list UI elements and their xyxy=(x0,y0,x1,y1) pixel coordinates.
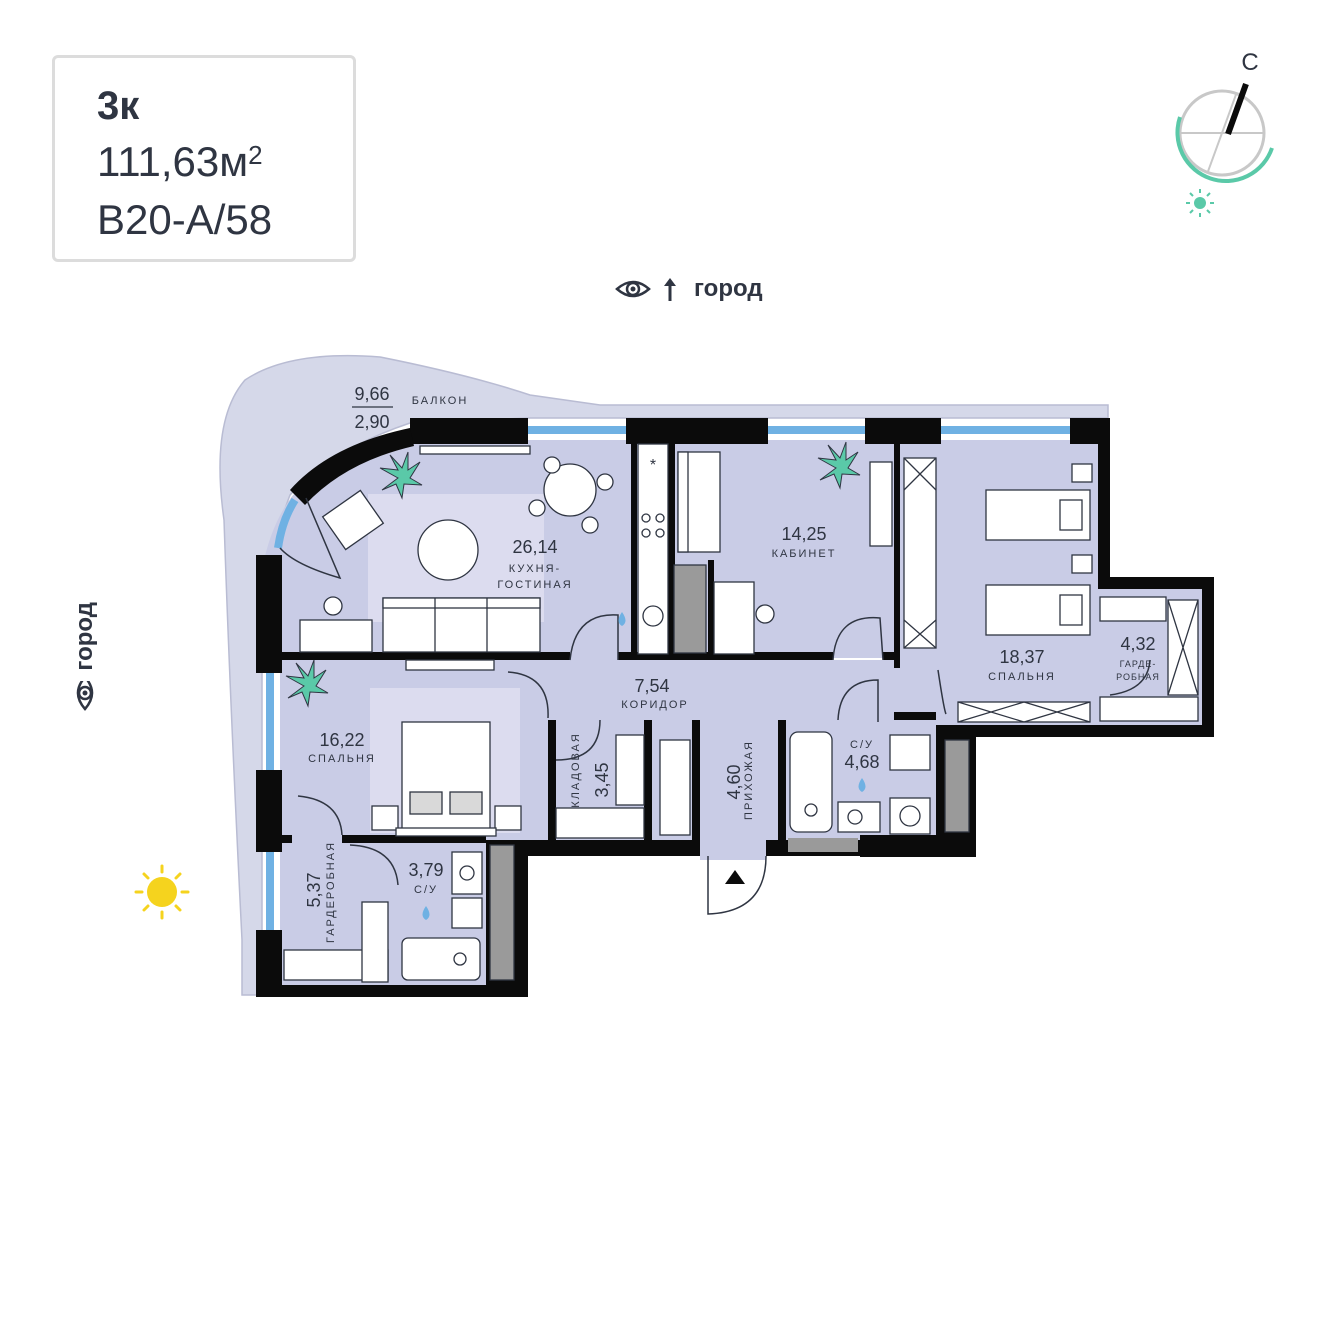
apartment-type: 3к xyxy=(97,84,140,128)
tv-stand xyxy=(405,659,495,671)
study-furniture xyxy=(677,451,893,655)
windows xyxy=(266,426,1070,930)
balcony-area-counted: 2,90 xyxy=(354,412,389,432)
toilet-right xyxy=(889,734,931,771)
doors xyxy=(279,497,1151,915)
view-label-top: город xyxy=(694,275,763,302)
kitchen-furniture xyxy=(299,443,669,671)
bedroom-right-wardrobe xyxy=(903,457,937,649)
bathroom-fixtures xyxy=(401,731,931,981)
bedroom-right-area: 18,37 xyxy=(999,647,1044,667)
kitchen-living-name-2: ГОСТИНАЯ xyxy=(497,579,572,591)
apartment-area-unit: 2 xyxy=(248,140,263,170)
hallway-area: 4,60 xyxy=(724,764,744,799)
water-drop-icon xyxy=(422,612,866,920)
bathroom-left-name: С/У xyxy=(414,884,438,896)
hallway-name: ПРИХОЖАЯ xyxy=(743,740,755,820)
plant-icon xyxy=(285,659,329,708)
shaft-right xyxy=(944,739,970,833)
bathtub-left xyxy=(401,937,481,981)
compass: С xyxy=(1175,49,1274,217)
bedroom-left-area: 16,22 xyxy=(319,730,364,750)
bedroom-left-name: СПАЛЬНЯ xyxy=(308,753,376,765)
study-name: КАБИНЕТ xyxy=(772,548,837,560)
eye-arrow-icon xyxy=(615,278,676,301)
wardrobe-left-name: ГАРДЕРОБНАЯ xyxy=(325,841,337,943)
apartment-area-value: 111,63м xyxy=(97,138,249,185)
toilet-left xyxy=(451,897,483,929)
study-area: 14,25 xyxy=(781,524,826,544)
desk-left xyxy=(299,619,373,653)
balcony-area xyxy=(219,354,1109,996)
bathroom-left-area: 3,79 xyxy=(408,860,443,880)
balcony-name: БАЛКОН xyxy=(412,395,469,407)
wardrobe-left-area: 5,37 xyxy=(304,872,324,907)
corridor-name: КОРИДОР xyxy=(621,699,688,711)
eye-arrow-icon xyxy=(76,680,94,711)
snowflake-icon: * xyxy=(650,457,656,474)
balcony-area-total: 9,66 xyxy=(354,384,389,404)
wardrobe-right-bottom-rail xyxy=(1099,696,1199,722)
corridor-area: 7,54 xyxy=(634,676,669,696)
armchair xyxy=(321,489,385,551)
tv xyxy=(419,445,531,455)
bathroom-right-name: С/У xyxy=(850,739,874,751)
plant-icon xyxy=(817,441,861,490)
study-desk xyxy=(713,581,755,655)
pantry-area: 3,45 xyxy=(592,762,612,797)
wardrobe-right-top-rail xyxy=(1099,596,1167,622)
bathroom-right-area: 4,68 xyxy=(844,752,879,772)
compass-north-label: С xyxy=(1241,49,1258,76)
pantry-name: КЛАДОВАЯ xyxy=(570,732,582,808)
apartment-info-card: 3к 111,63м2 В20-А/58 xyxy=(52,55,356,262)
wardrobe-right-area: 4,32 xyxy=(1120,634,1155,654)
study-shelf xyxy=(869,461,893,547)
bedroom-right-furniture xyxy=(903,457,1199,723)
bedroom-right-name: СПАЛЬНЯ xyxy=(988,671,1056,683)
wardrobe-right-name-2: РОБНАЯ xyxy=(1116,672,1160,682)
kitchen-column xyxy=(673,564,707,654)
pantry-shelf xyxy=(555,807,645,839)
view-direction-left: город xyxy=(68,602,102,712)
bedroom-left-furniture xyxy=(283,721,691,983)
entrance-arrow-icon xyxy=(725,870,745,884)
kitchen-living-name-1: КУХНЯ- xyxy=(509,563,561,575)
window-curved xyxy=(274,497,299,549)
dining-table xyxy=(543,463,597,517)
shaft-left xyxy=(489,844,515,981)
wardrobe-right-name-1: ГАРДЕ- xyxy=(1120,659,1157,669)
coffee-table xyxy=(417,519,479,581)
sun-small-icon xyxy=(1186,189,1214,217)
bathtub-right xyxy=(789,731,833,833)
curved-wall xyxy=(290,428,414,505)
plant-icon xyxy=(379,451,423,500)
vent-right xyxy=(788,838,858,852)
room-labels: 9,66 2,90 БАЛКОН 26,14 КУХНЯ- ГОСТИНАЯ 1… xyxy=(304,384,1160,943)
apartment-code: В20-А/58 xyxy=(97,196,273,243)
apartment-area: 111,63м2 xyxy=(97,138,263,186)
sun-icon xyxy=(134,864,190,920)
view-direction-top: город xyxy=(614,272,763,306)
hall-fill xyxy=(700,840,766,860)
kitchen-living-area: 26,14 xyxy=(512,537,557,557)
